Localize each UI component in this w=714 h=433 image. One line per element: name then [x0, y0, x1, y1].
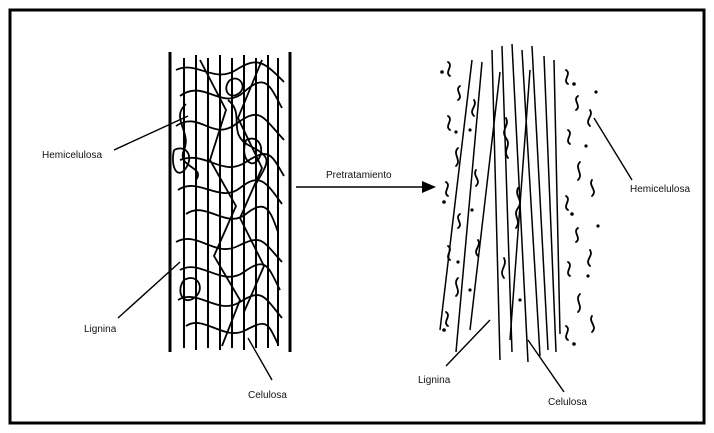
- cellulose-right-pointer: [528, 340, 564, 392]
- dispersed-fragments: [446, 62, 594, 340]
- cellulose-right-label: Celulosa: [548, 397, 587, 408]
- cellulose-left-label: Celulosa: [248, 390, 287, 401]
- lignin-right-label: Lignina: [418, 375, 451, 386]
- pretreatment-arrow: [296, 181, 436, 193]
- frame-border: [10, 10, 704, 423]
- hemicellulose-right-pointer: [594, 118, 632, 180]
- lignin-right-pointer: [446, 320, 490, 366]
- outer-wall-lines: [170, 52, 290, 352]
- hemicellulose-left-pointer: [114, 116, 188, 150]
- hemicellulose-left-label: Hemicelulosa: [42, 150, 102, 161]
- hemicellulose-right-label: Hemicelulosa: [630, 184, 690, 195]
- pretreated-biomass: [440, 44, 600, 362]
- lignin-left-label: Lignina: [84, 324, 117, 335]
- pretreatment-label: Pretratamiento: [326, 170, 392, 181]
- untreated-biomass: [170, 52, 290, 352]
